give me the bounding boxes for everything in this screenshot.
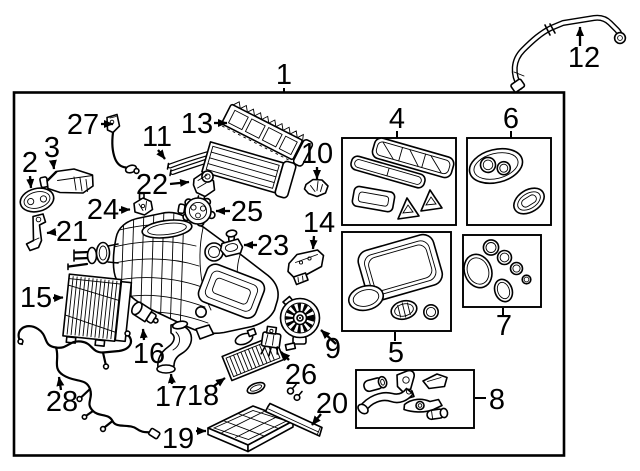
callout-9-label: 9 — [325, 333, 341, 365]
clip-part-24-drawing — [133, 192, 154, 216]
callout-28-label: 28 — [46, 386, 78, 418]
sensor-bracket-part-drawing — [106, 113, 140, 175]
callout-16-label: 16 — [133, 338, 165, 370]
callout-17: 17 — [155, 373, 187, 413]
callout-6-label: 6 — [503, 103, 519, 135]
callout-2: 2 — [22, 147, 38, 189]
callout-1: 1 — [276, 59, 292, 93]
callout-11-label: 11 — [142, 121, 172, 153]
callout-14-label: 14 — [303, 207, 335, 239]
callout-12-label: 12 — [568, 42, 600, 74]
clip-part-10-drawing — [303, 178, 329, 198]
seal-strip-part-drawing — [264, 402, 323, 437]
blower-motor-part-drawing — [279, 295, 321, 352]
callout-18-label: 18 — [187, 380, 219, 412]
heater-core-part-drawing — [166, 141, 297, 199]
callout-13-label: 13 — [181, 108, 213, 140]
callout-8-label: 8 — [489, 384, 505, 416]
group-box-4 — [341, 137, 457, 226]
resistor-part-26-drawing — [260, 325, 282, 357]
seal-kit-part-drawing — [350, 137, 455, 220]
callout-21-label: 21 — [56, 216, 88, 248]
callout-1-label: 1 — [276, 59, 292, 91]
actuator-part-25-drawing — [177, 197, 216, 227]
callout-27: 27 — [67, 109, 114, 141]
callout-24-label: 24 — [87, 194, 119, 226]
main-boundary-box — [12, 91, 566, 457]
wiring-harness-part-drawing — [17, 325, 161, 440]
callout-5: 5 — [388, 332, 404, 369]
misc-fasteners-drawing — [246, 381, 303, 402]
sensor-part-16-drawing — [130, 301, 159, 324]
callout-5-label: 5 — [388, 337, 404, 369]
callout-3-label: 3 — [44, 132, 60, 164]
group-box-6 — [466, 137, 552, 226]
callout-3: 3 — [44, 132, 60, 170]
callout-4-label: 4 — [389, 103, 405, 135]
callout-16: 16 — [133, 328, 165, 370]
hvac-case-assembly-drawing — [67, 211, 279, 346]
callout-22-label: 22 — [136, 169, 168, 201]
callout-12: 12 — [568, 26, 600, 74]
lever-kit-part-drawing — [357, 369, 449, 421]
heater-hose-part-drawing — [510, 14, 627, 93]
callout-15: 15 — [20, 282, 64, 314]
callout-19: 19 — [162, 423, 207, 455]
bracket-part-21-drawing — [25, 213, 47, 252]
callout-10: 10 — [301, 138, 333, 180]
callout-26-label: 26 — [285, 359, 317, 391]
group-box-5 — [341, 231, 452, 332]
callout-19-label: 19 — [162, 423, 194, 455]
callout-11: 11 — [142, 121, 172, 160]
callout-26: 26 — [280, 351, 317, 391]
o-ring-kit-part-drawing — [463, 239, 532, 303]
callout-10-label: 10 — [301, 138, 333, 170]
callout-24: 24 — [87, 194, 131, 226]
group-box-8 — [355, 369, 475, 429]
callout-28: 28 — [46, 376, 78, 418]
callout-27-label: 27 — [67, 109, 99, 141]
valve-part-23-drawing — [219, 229, 244, 258]
callout-22: 22 — [136, 169, 190, 201]
oval-plate-part-drawing — [19, 187, 55, 213]
callout-14: 14 — [303, 207, 335, 250]
callout-7: 7 — [496, 308, 512, 342]
bracket-part-14-drawing — [287, 249, 325, 286]
duct-part-17-drawing — [156, 320, 193, 374]
callout-13: 13 — [181, 108, 228, 140]
outlet-plate-part-drawing — [468, 147, 545, 215]
callout-9: 9 — [320, 329, 341, 365]
callout-8: 8 — [475, 384, 505, 416]
group-box-7 — [462, 234, 542, 308]
callout-25: 25 — [215, 196, 263, 228]
callout-25-label: 25 — [231, 196, 263, 228]
finned-cover-part-drawing — [221, 101, 314, 167]
callout-23: 23 — [243, 230, 289, 262]
vent-housing-part-drawing — [39, 168, 94, 194]
callout-20-label: 20 — [316, 388, 348, 420]
callout-18: 18 — [187, 377, 226, 412]
callout-15-label: 15 — [20, 282, 52, 314]
callout-17-label: 17 — [155, 381, 187, 413]
callout-4: 4 — [389, 103, 405, 138]
callout-21: 21 — [46, 216, 88, 248]
callout-6: 6 — [503, 103, 519, 138]
gasket-set-part-drawing — [347, 233, 444, 321]
callout-20: 20 — [311, 388, 348, 426]
callout-2-label: 2 — [22, 147, 38, 179]
evaporator-part-drawing — [62, 273, 133, 347]
callout-23-label: 23 — [257, 230, 289, 262]
callout-7-label: 7 — [496, 310, 512, 342]
